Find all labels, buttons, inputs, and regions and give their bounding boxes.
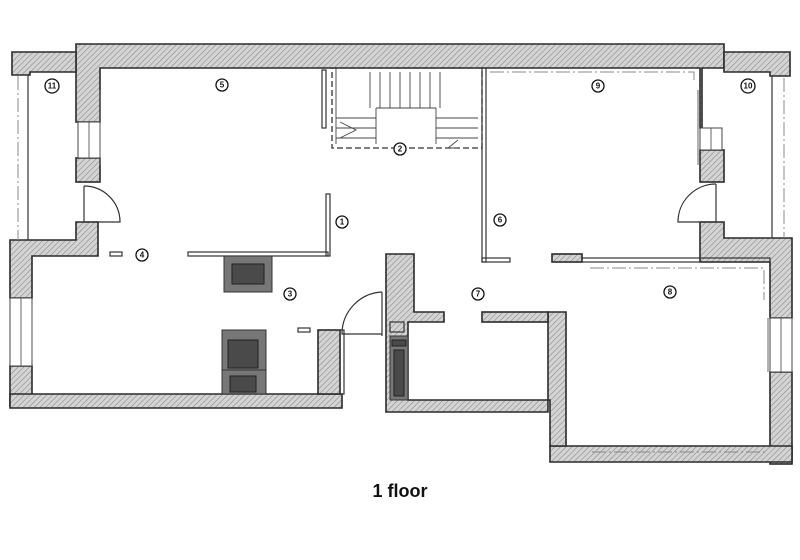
room-label-5: 5	[220, 81, 225, 90]
right-upper-pier	[699, 149, 725, 183]
room-marker-7: 7	[471, 287, 485, 301]
room-label-4: 4	[140, 251, 145, 260]
room-label-10: 10	[744, 82, 753, 91]
room-marker-11: 11	[44, 78, 60, 94]
divider-stub-wall	[551, 253, 583, 263]
doors	[83, 183, 717, 395]
right-balcony-top-wall	[723, 51, 791, 77]
room-label-2: 2	[398, 145, 403, 154]
room-marker-3: 3	[283, 287, 297, 301]
room-marker-8: 8	[663, 285, 677, 299]
windows	[9, 76, 793, 373]
room-label-8: 8	[668, 288, 673, 297]
bottom-right-wall	[549, 445, 793, 463]
room-marker-1: 1	[335, 215, 349, 229]
plan-caption: 1 floor	[372, 481, 428, 501]
room-markers: 1 2 3 4 5 6 7 8 9 10 11	[44, 78, 756, 301]
fixtures	[221, 255, 409, 401]
room8-west-wall	[547, 311, 567, 447]
room-marker-5: 5	[215, 78, 229, 92]
kitchen-stub-wall	[317, 329, 341, 395]
room-marker-4: 4	[135, 248, 149, 262]
floor-plan: 1 2 3 4 5 6 7 8 9 10 11	[9, 43, 793, 465]
room-marker-9: 9	[591, 79, 605, 93]
exterior-walls	[9, 43, 793, 465]
right-wing-wall	[699, 221, 793, 319]
corridor-stub-wall	[481, 311, 549, 323]
left-balcony-top-wall	[11, 51, 77, 76]
left-upper-pier	[75, 157, 101, 183]
room-marker-6: 6	[493, 213, 507, 227]
room-label-11: 11	[48, 82, 57, 91]
room-label-1: 1	[340, 218, 345, 227]
bottom-left-wall	[9, 393, 343, 409]
left-wing-wall	[9, 221, 99, 299]
room-label-3: 3	[288, 290, 293, 299]
partitions	[27, 67, 773, 333]
bathroom-wall	[385, 253, 549, 413]
room-marker-2: 2	[393, 142, 407, 156]
room-label-9: 9	[596, 82, 601, 91]
glazing-outlines	[490, 71, 768, 453]
room-label-6: 6	[498, 216, 503, 225]
staircase	[331, 67, 483, 149]
room-label-7: 7	[476, 290, 481, 299]
room-marker-10: 10	[740, 78, 756, 94]
